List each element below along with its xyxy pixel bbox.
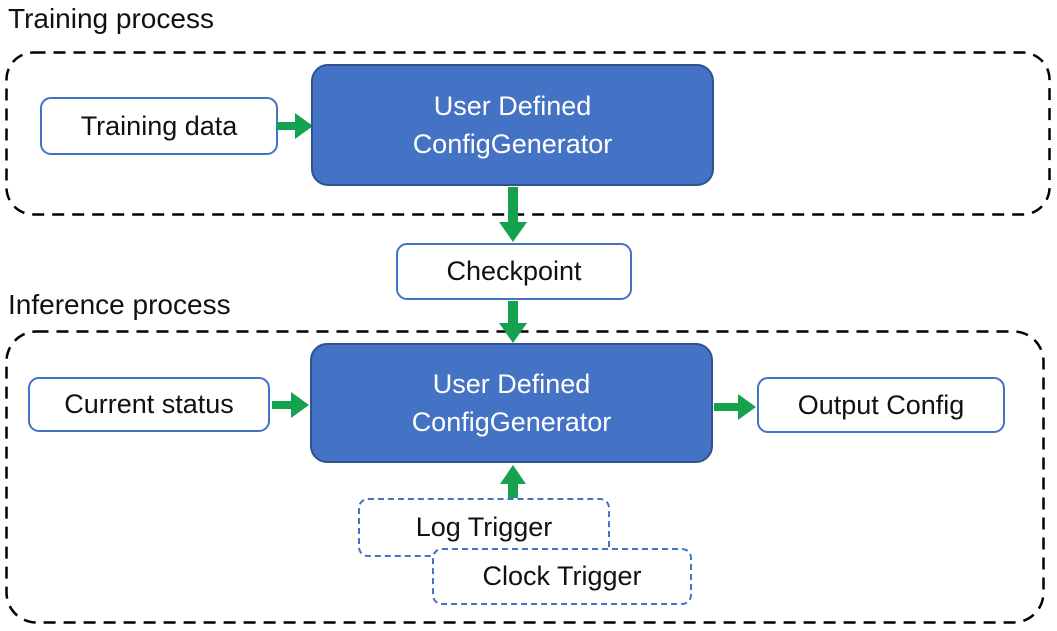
trigger-to-generator-arrow-up-icon [500, 465, 526, 498]
current-status-arrow-right-icon [272, 392, 309, 418]
checkpoint-to-generator-arrow-down-icon [499, 301, 527, 343]
training-generator-line1: User Defined [433, 91, 592, 121]
inference-process-label: Inference process [8, 289, 231, 320]
inference-generator-box: User Defined ConfigGenerator [310, 343, 713, 463]
current-status-label: Current status [64, 389, 234, 419]
training-generator-line2: ConfigGenerator [412, 129, 613, 159]
training-process-label: Training process [8, 3, 214, 34]
training-data-arrow-right-icon [277, 113, 313, 139]
generator-to-output-arrow-right-icon [714, 394, 756, 420]
checkpoint-box: Checkpoint [396, 243, 632, 300]
generator-to-checkpoint-arrow-down-icon [499, 187, 527, 242]
log-trigger-label: Log Trigger [415, 512, 553, 542]
training-container [5, 51, 1051, 216]
inference-generator-line2: ConfigGenerator [411, 407, 612, 437]
training-data-label: Training data [80, 110, 238, 141]
current-status-box: Current status [28, 377, 270, 432]
checkpoint-label: Checkpoint [446, 256, 582, 286]
inference-generator-line1: User Defined [432, 369, 591, 399]
training-generator-box: User Defined ConfigGenerator [311, 64, 714, 186]
output-config-label: Output Config [797, 389, 965, 420]
training-data-box: Training data [40, 97, 278, 155]
output-config-box: Output Config [757, 377, 1005, 433]
clock-trigger-label: Clock Trigger [482, 561, 642, 591]
clock-trigger-box: Clock Trigger [432, 548, 692, 605]
inference-container [5, 330, 1045, 624]
